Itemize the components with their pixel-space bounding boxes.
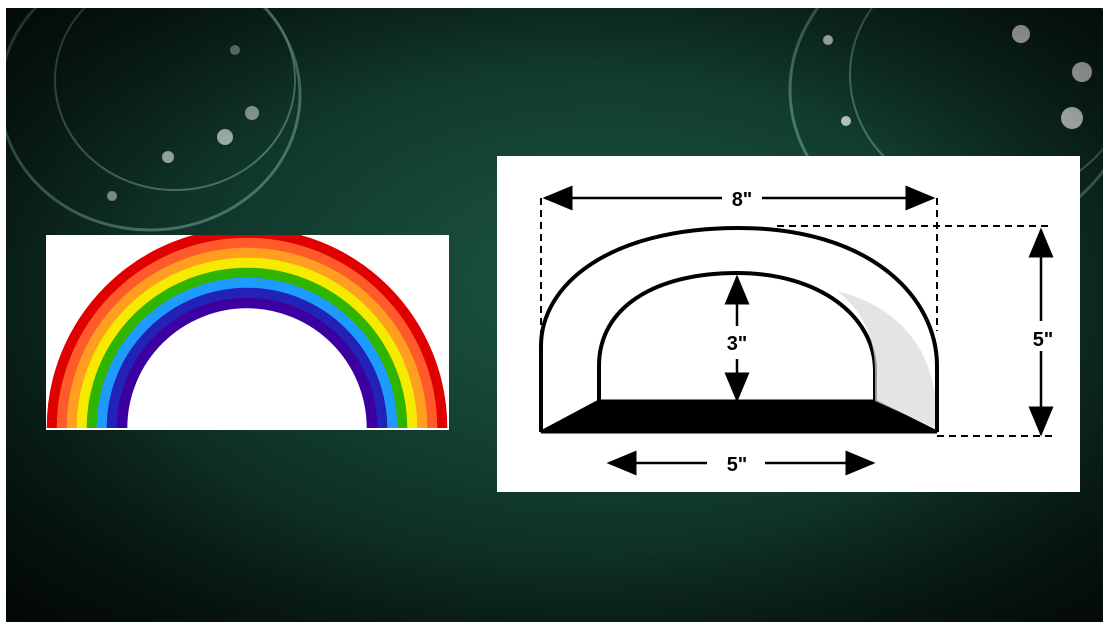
rainbow-graphic [46,227,448,429]
arch-dimension-diagram: 8" 3" 5" 5" [497,156,1080,492]
rainbow-band [66,247,428,429]
dashed-width-guide [540,198,938,346]
rainbow-band [96,277,398,429]
rainbow-band [86,267,408,429]
top-width-label: 8" [732,189,753,211]
slide-frame-bottom [0,622,1107,628]
rainbow-band [76,257,418,429]
arch-base [540,399,938,434]
outer-arch [539,225,939,432]
rainbow-band [116,297,378,429]
rainbow-bands [46,227,448,429]
arch-shading [837,291,935,428]
rainbow-band [56,237,438,429]
inner-arch [597,270,877,401]
base-width-label: 5" [727,454,748,476]
inner-height-label: 3" [727,333,748,355]
slide-frame-right [1103,0,1107,628]
slide-frame-left [0,0,6,628]
outer-height-label: 5" [1033,329,1054,351]
slide-frame-top [0,0,1107,8]
arch-drawing: 8" 3" 5" 5" [539,185,1054,476]
rainbow-image [46,227,449,430]
dashed-height-guide [777,225,1052,437]
rainbow-band [106,287,388,429]
